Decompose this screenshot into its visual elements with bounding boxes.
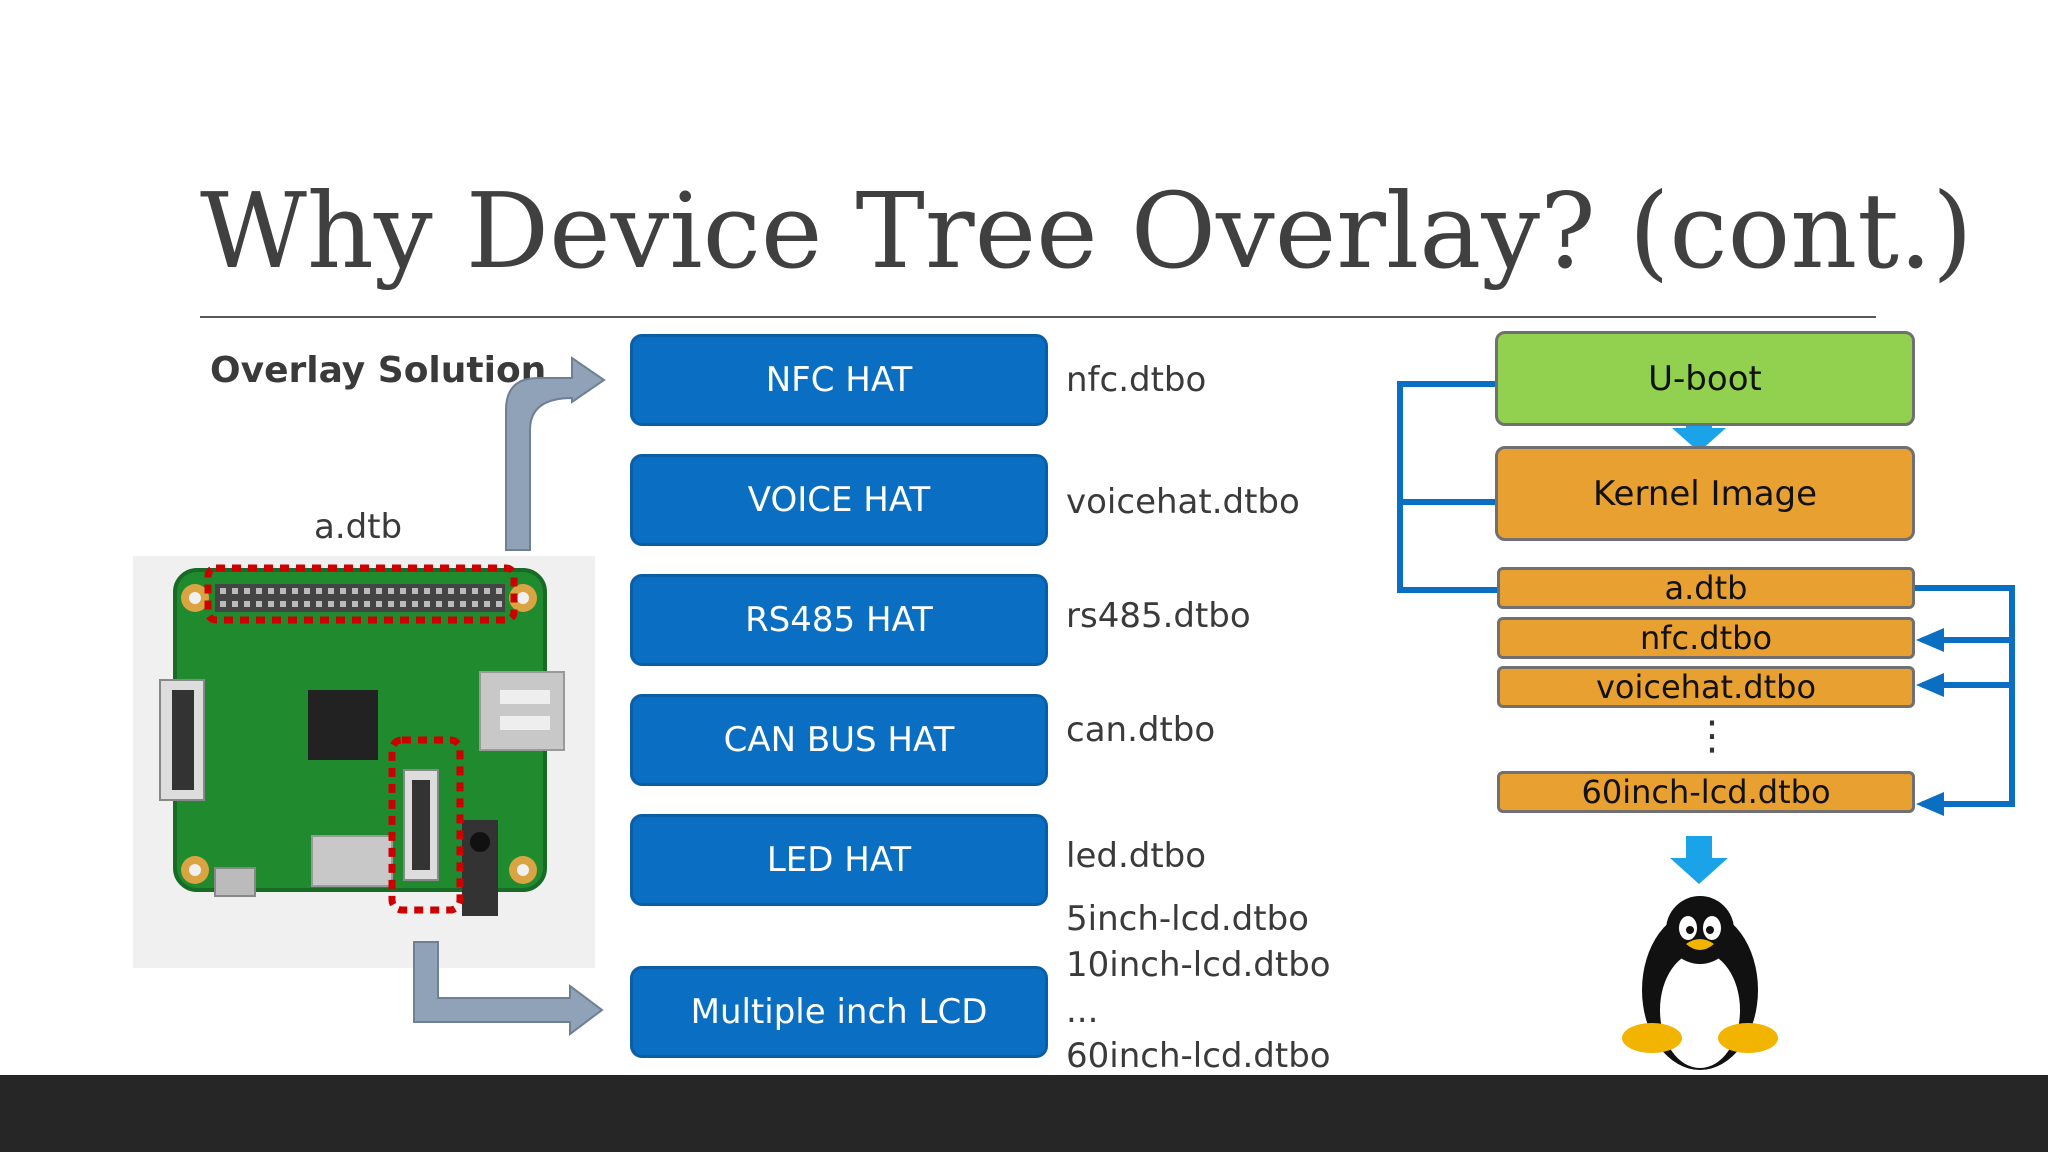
- gray-arrow-up-right: [505, 356, 606, 551]
- kernel-image-box: Kernel Image: [1495, 446, 1915, 541]
- dtbo-label-voicehat: voicehat.dtbo: [1066, 482, 1300, 522]
- slot-a-dtb: a.dtb: [1497, 567, 1915, 609]
- uboot-box: U-boot: [1495, 331, 1915, 426]
- uboot-load-arrows: [1397, 381, 1530, 593]
- hat-box-canbus: CAN BUS HAT: [630, 694, 1048, 786]
- hat-box-multiple-lcd: Multiple inch LCD: [630, 966, 1048, 1058]
- vertical-ellipsis: ⋮: [1692, 713, 1732, 759]
- dtbo-label-led: led.dtbo: [1066, 836, 1207, 876]
- slot-voicehat-dtbo: voicehat.dtbo: [1497, 666, 1915, 708]
- hat-box-voice: VOICE HAT: [630, 454, 1048, 546]
- dtbo-label-10inch: 10inch-lcd.dtbo: [1066, 945, 1331, 985]
- dtbo-label-ellipsis: ...: [1066, 991, 1099, 1031]
- slot-nfc-dtbo: nfc.dtbo: [1497, 617, 1915, 659]
- dtbo-label-rs485: rs485.dtbo: [1066, 596, 1251, 636]
- down-arrow-icon: [1670, 836, 1728, 884]
- hat-box-led: LED HAT: [630, 814, 1048, 906]
- overlay-apply-arrows: [1915, 585, 2015, 807]
- title-divider: [200, 316, 1876, 318]
- base-dtb-label: a.dtb: [314, 507, 403, 547]
- slot-60inch-lcd-dtbo: 60inch-lcd.dtbo: [1497, 771, 1915, 813]
- hat-box-rs485: RS485 HAT: [630, 574, 1048, 666]
- hat-box-nfc: NFC HAT: [630, 334, 1048, 426]
- dtbo-label-can: can.dtbo: [1066, 710, 1216, 750]
- raspberry-pi-board-image: [159, 564, 565, 916]
- overlay-solution-heading: Overlay Solution: [210, 350, 547, 391]
- slide-title: Why Device Tree Overlay? (cont.): [200, 170, 1973, 292]
- gray-arrow-down-right: [413, 941, 604, 1036]
- dtbo-label-nfc: nfc.dtbo: [1066, 360, 1207, 400]
- footer-bar: [0, 1075, 2048, 1152]
- dtbo-label-5inch: 5inch-lcd.dtbo: [1066, 899, 1309, 939]
- tux-penguin-icon: [1622, 896, 1778, 1070]
- dtbo-label-60inch: 60inch-lcd.dtbo: [1066, 1036, 1331, 1076]
